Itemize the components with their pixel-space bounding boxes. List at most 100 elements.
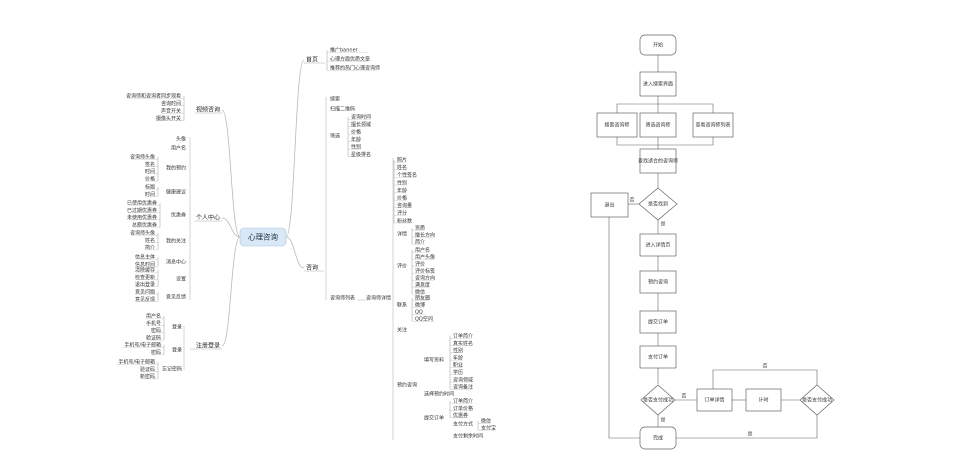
myconsult-list-item: 价格 bbox=[145, 175, 155, 182]
center-node-label: 心理咨询 bbox=[248, 232, 278, 242]
messages-list-item: 信息时间 bbox=[135, 261, 155, 268]
consult-filter-label: 筛选 bbox=[330, 133, 340, 140]
fc-search-label: 搜索咨询师 bbox=[604, 122, 629, 129]
detail-list-item: 姓名 bbox=[397, 164, 407, 171]
contact-list-item: 朋友圈 bbox=[415, 295, 430, 302]
personal-follows-label: 我的关注 bbox=[166, 238, 186, 245]
contact-list-item: QQ空间 bbox=[415, 316, 433, 323]
settings-list-item: 退出登录 bbox=[135, 281, 155, 288]
booking-pay-list-item: 微信 bbox=[481, 418, 491, 425]
personal-username: 用户名 bbox=[171, 145, 186, 152]
coupons-list-item: 已过期优惠券 bbox=[127, 207, 157, 214]
review-label: 评价 bbox=[397, 263, 407, 270]
register-forgot-label: 忘记密码 bbox=[162, 366, 182, 373]
booking-paytime-label: 支付剩余时间 bbox=[453, 433, 483, 440]
login-list-item: 用户名 bbox=[146, 313, 161, 320]
branch-home-label: 首页 bbox=[306, 56, 318, 64]
personal-messages-label: 消息中心 bbox=[166, 259, 186, 266]
fc-order-detail-label: 订单详情 bbox=[704, 397, 724, 404]
fc-edge-search-pick bbox=[616, 137, 658, 146]
review-list-item: 用户名 bbox=[415, 247, 430, 254]
messages-list-item: 信息主体 bbox=[135, 254, 155, 261]
forgot-list-item: 手机号/电子邮箱 bbox=[118, 359, 155, 366]
consult-list-label: 咨询师列表 bbox=[330, 295, 355, 302]
booking-pay-label: 支付方式 bbox=[453, 421, 473, 428]
home-list-item: 推荐的热门心理咨询师 bbox=[330, 65, 380, 72]
fc-edge-enter-list bbox=[658, 103, 714, 113]
mind-map: 心理咨询首页推广banner心理方面优质文章推荐的热门心理咨询师咨询搜索扫描二维… bbox=[116, 47, 496, 440]
fc-detail-label: 进入详情页 bbox=[645, 242, 670, 249]
booking-fill-label: 填写资料 bbox=[424, 357, 444, 364]
personal-feedback-label: 意见反馈 bbox=[166, 294, 186, 301]
fc-pick bbox=[639, 148, 677, 174]
review-list-item: 评价标签 bbox=[415, 268, 435, 275]
fc-exit-label: 退出 bbox=[604, 202, 614, 209]
third-list-item: 手机号/电子邮箱 bbox=[124, 342, 161, 349]
booking-submit-list-item: 优惠券 bbox=[453, 412, 468, 419]
fc-edge-yes2-label: 是 bbox=[660, 418, 665, 424]
filter-list-item: 性别 bbox=[351, 144, 361, 151]
fc-finish-label: 完成 bbox=[653, 435, 663, 442]
detail-list-item: 个性签名 bbox=[397, 172, 417, 179]
coupons-list-item: 未使用优惠券 bbox=[127, 214, 157, 221]
fc-booking-label: 预约咨询 bbox=[648, 279, 668, 286]
login-list-item: 手机号 bbox=[146, 320, 161, 327]
branch-consult-label: 咨询 bbox=[306, 264, 318, 272]
review-list-item: 咨询方向 bbox=[415, 275, 435, 282]
home-list-item: 推广banner bbox=[330, 47, 359, 54]
branch-register-label: 注册登录 bbox=[196, 342, 220, 350]
detail-list-item: 照片 bbox=[397, 157, 407, 164]
booking-fill-list-item: 咨询备注 bbox=[453, 384, 473, 391]
consult-detail-label: 咨询师详情 bbox=[366, 295, 391, 302]
video-list-item: 声音开关 bbox=[161, 108, 181, 115]
consult-search: 搜索 bbox=[330, 96, 340, 103]
myconsult-list-item: 时间 bbox=[145, 168, 155, 175]
fc-edge-success-no bbox=[712, 369, 818, 389]
booking-submit-list-item: 订单简介 bbox=[453, 398, 473, 405]
booking-pay-list-item: 支付宝 bbox=[481, 425, 496, 432]
review-list-item: 用户头像 bbox=[415, 254, 435, 261]
fc-timing-label: 计时 bbox=[758, 397, 768, 404]
fc-edge-enter-search bbox=[616, 96, 659, 113]
detail-list-item: 粉丝数 bbox=[397, 217, 412, 224]
fc-filter-label: 筛选咨询师 bbox=[645, 122, 670, 129]
register-login-label: 登录 bbox=[172, 324, 182, 331]
fc-edge-list-pick bbox=[658, 137, 714, 146]
intro-list-item: 擅长方向 bbox=[415, 232, 435, 239]
personal-myconsult-label: 我的预约 bbox=[166, 165, 186, 172]
branch-curve-home bbox=[285, 59, 305, 238]
follows-list-item: 简介 bbox=[145, 244, 155, 251]
detail-list-item: 咨询量 bbox=[397, 202, 412, 209]
fc-list bbox=[692, 112, 734, 138]
coupons-list-item: 已使用优惠券 bbox=[127, 200, 157, 207]
fc-start-label: 开始 bbox=[653, 42, 663, 49]
branch-video-label: 视频咨询 bbox=[196, 106, 220, 114]
feedback-list-item: 意见问题 bbox=[135, 289, 155, 296]
personal-avatar: 头像 bbox=[176, 136, 186, 143]
feedback-list-item: 意见反馈 bbox=[135, 296, 155, 303]
personal-favorites-label: 健康建议 bbox=[166, 189, 186, 196]
filter-list-item: 星级排名 bbox=[351, 151, 371, 158]
fc-decision-success-label: 是否支付成功 bbox=[802, 397, 832, 404]
branch-personal-label: 个人中心 bbox=[196, 214, 220, 222]
video-list-item: 咨询时间 bbox=[161, 100, 181, 107]
detail-list-item: 价格 bbox=[397, 195, 407, 202]
flowchart: 开始进入搜索界面搜索咨询师筛选咨询师查看咨询师列表查找适合的咨询师是否找到否退出… bbox=[590, 34, 835, 450]
booking-fill-list-item: 性别 bbox=[453, 347, 463, 354]
consult-scan: 扫描二维码 bbox=[330, 106, 355, 113]
third-list-item: 密码 bbox=[151, 349, 161, 356]
booking-submit-list-item: 订单价格 bbox=[453, 405, 473, 412]
follows-list-item: 姓名 bbox=[145, 237, 155, 244]
forgot-list-item: 新密码 bbox=[140, 373, 155, 380]
booking-fill-list-item: 真实姓名 bbox=[453, 340, 473, 347]
branch-curve-video bbox=[221, 109, 241, 238]
fc-list-label: 查看咨询师列表 bbox=[695, 122, 730, 129]
login-list-item: 验证码 bbox=[146, 334, 161, 341]
fc-exit bbox=[590, 192, 629, 218]
filter-list-item: 价格 bbox=[351, 129, 361, 136]
detail-list-item: 评分 bbox=[397, 210, 407, 217]
fc-edge-success-finish bbox=[676, 415, 818, 439]
filter-list-item: 擅长领域 bbox=[351, 121, 371, 128]
booking-fill-list-item: 学历 bbox=[453, 369, 463, 376]
